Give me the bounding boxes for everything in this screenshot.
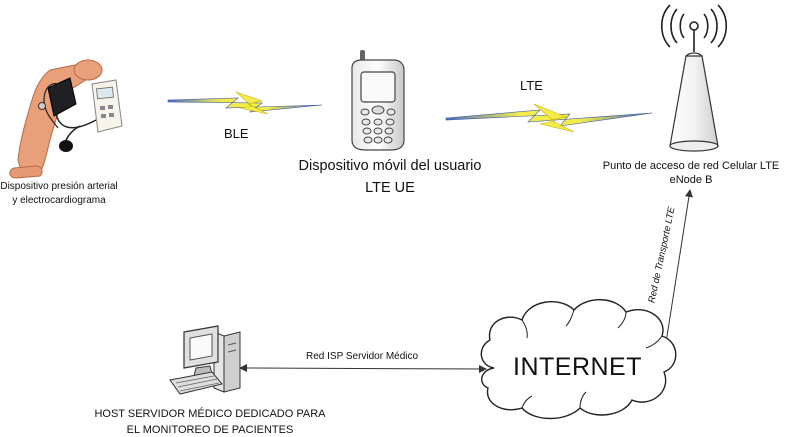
device-label: Dispositivo presión arterial y electroca…: [0, 181, 118, 206]
isp-label: Red ISP Servidor Médico: [306, 351, 419, 362]
lte-label: LTE: [520, 78, 543, 93]
isp-link-line: [239, 364, 487, 373]
mobile-label-line2: LTE UE: [365, 180, 415, 196]
mobile-phone-icon: [351, 50, 405, 151]
enodeb-label-line1: Punto de acceso de red Celular LTE: [602, 160, 780, 172]
enodeb-label-line2: eNode B: [669, 174, 713, 186]
host-label-line1: HOST SERVIDOR MÉDICO DEDICADO PARA: [94, 408, 326, 420]
blood-pressure-monitor-icon: [9, 59, 123, 179]
lte-lightning-link: [445, 103, 653, 133]
ble-label: BLE: [224, 126, 249, 141]
enodeb-antenna-icon: [660, 4, 728, 152]
internet-cloud-icon: [480, 299, 677, 420]
mobile-label-line1: Dispositivo móvil del usuario: [298, 158, 482, 174]
ble-lightning-link: [167, 91, 323, 115]
server-computer-icon: [169, 325, 241, 395]
host-label-line2: EL MONITOREO DE PACIENTES: [126, 424, 294, 436]
internet-label: INTERNET: [513, 353, 642, 381]
